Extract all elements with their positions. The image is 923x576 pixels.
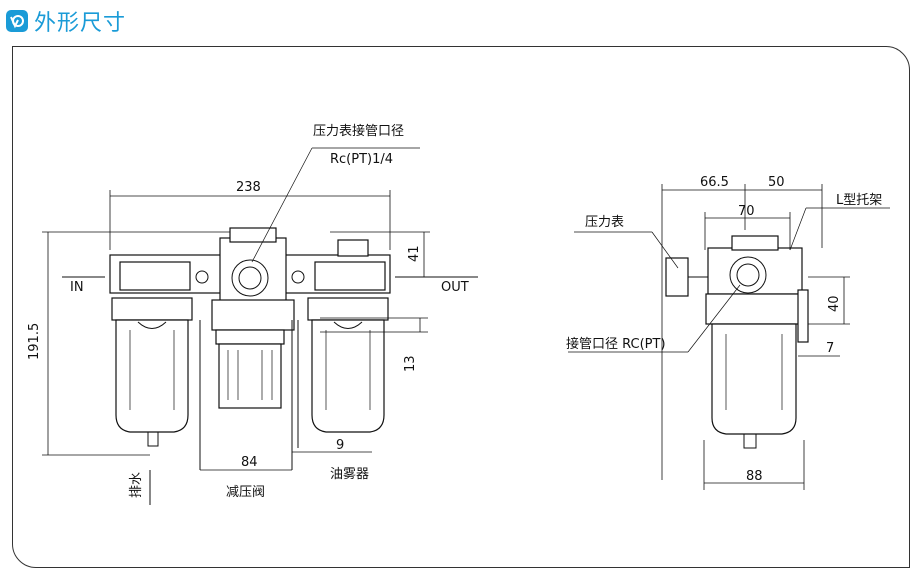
port-label: 接管口径 RC(PT) — [566, 336, 666, 352]
gauge-thread-label: Rc(PT)1/4 — [330, 152, 393, 167]
section-logo-icon — [6, 10, 28, 32]
dim-side-7: 7 — [826, 341, 834, 356]
dim-regulator-width: 84 — [241, 455, 258, 470]
dim-gap: 9 — [336, 438, 344, 453]
dim-width: 238 — [236, 180, 261, 195]
drain-label: 排水 — [129, 472, 144, 498]
page-header: 外形尺寸 — [6, 6, 126, 36]
front-view — [42, 147, 478, 505]
out-label: OUT — [441, 280, 469, 295]
dim-bracket: 13 — [403, 355, 418, 372]
dim-side-left: 66.5 — [700, 175, 729, 190]
bracket-label: L型托架 — [836, 193, 882, 208]
side-view — [568, 184, 890, 490]
page-title: 外形尺寸 — [34, 11, 127, 36]
dim-side-40: 40 — [827, 295, 842, 312]
lubricator-label: 油雾器 — [330, 467, 369, 482]
dim-side-width: 70 — [738, 204, 755, 219]
regulator-label: 减压阀 — [226, 485, 265, 500]
gauge-label: 压力表 — [585, 215, 624, 230]
gauge-port-label: 压力表接管口径 — [313, 123, 404, 139]
dim-side-88: 88 — [746, 469, 763, 484]
dim-side-right: 50 — [768, 175, 785, 190]
drawing-frame — [12, 46, 910, 568]
in-label: IN — [70, 280, 84, 295]
dim-height: 191.5 — [27, 323, 42, 360]
dim-top: 41 — [407, 245, 422, 262]
